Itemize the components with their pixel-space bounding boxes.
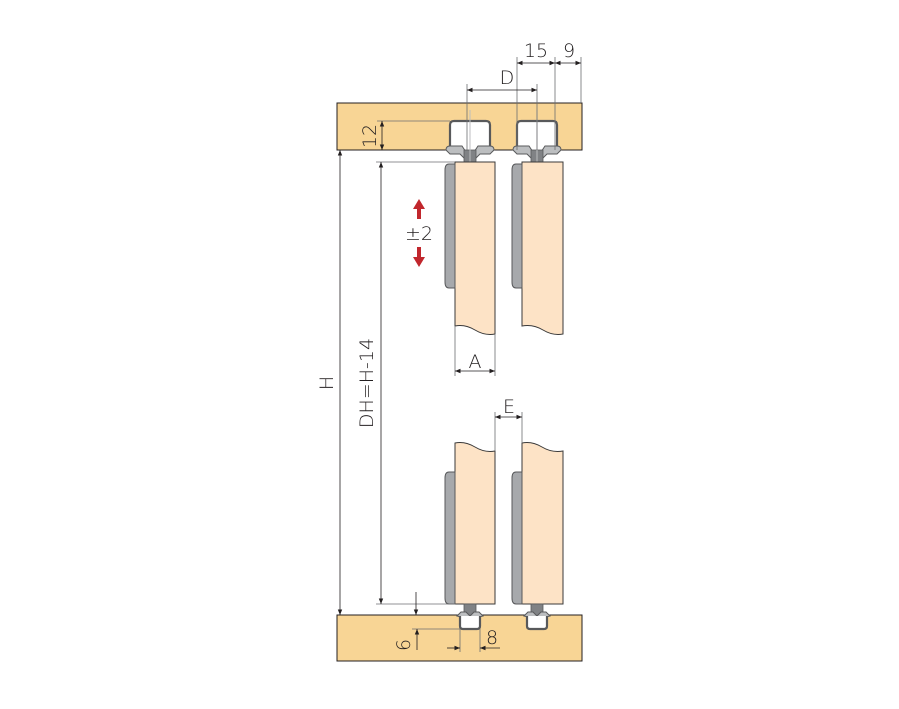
dim-9-label: 9 [563, 40, 575, 62]
dim-H-label: H [316, 376, 338, 390]
handle-profile-rear-lower [511, 471, 523, 605]
dimension-H: H [316, 150, 343, 615]
adjust-label: ±2 [405, 223, 433, 245]
dimension-9: 9 [555, 40, 581, 66]
door-panel-rear-upper [521, 161, 564, 335]
dim-6-label: 6 [393, 639, 415, 651]
top-track-front [445, 110, 495, 163]
dim-8-label: 8 [486, 627, 498, 649]
dim-15-label: 15 [524, 40, 548, 62]
dim-A-label: A [469, 351, 482, 373]
dimension-D: D [467, 67, 537, 93]
dimension-8: 8 [447, 627, 500, 652]
dimension-12: 12 [359, 120, 450, 150]
handle-profile-front-upper [444, 163, 456, 289]
extension-lines-top [466, 57, 582, 150]
door-panel-rear-lower [521, 442, 564, 605]
dim-E-label: E [503, 396, 515, 418]
arrow-down-icon [413, 247, 425, 267]
dimension-E: E [494, 396, 523, 451]
dim-D-label: D [500, 67, 515, 89]
dimension-6: 6 [393, 628, 460, 651]
door-panel-front-upper [454, 161, 496, 335]
bottom-guide-front [456, 603, 484, 631]
dim-DH-label: DH=H-14 [356, 338, 378, 428]
dimension-15: 15 [517, 40, 555, 66]
handle-profile-front-lower [444, 471, 456, 605]
bottom-guide-rear [523, 603, 551, 631]
dim-12-label: 12 [359, 124, 381, 148]
door-panel-front-lower [454, 442, 496, 605]
dimension-A: A [454, 326, 496, 376]
arrow-up-icon [413, 199, 425, 219]
dimension-DH: DH=H-14 [356, 161, 455, 605]
height-adjust-indicator: ±2 [405, 199, 433, 267]
handle-profile-rear-upper [511, 163, 523, 289]
